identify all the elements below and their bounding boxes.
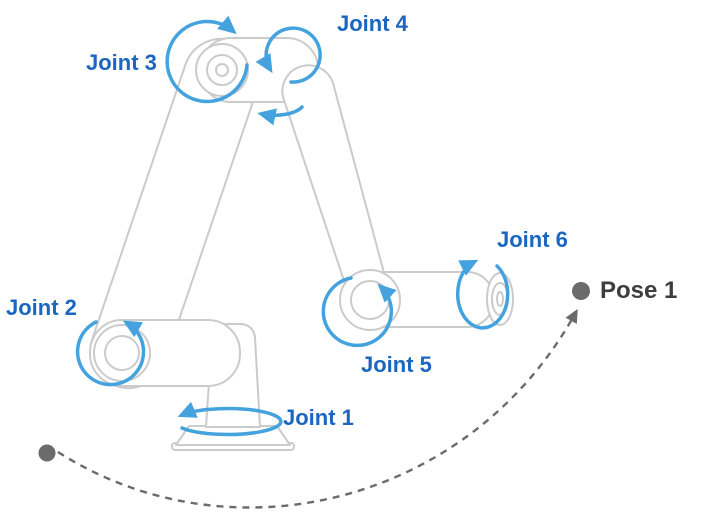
joint-1-label: Joint 1 <box>283 405 354 430</box>
joint-4-rotation-arrow <box>255 26 322 84</box>
joint-5-rotation-arrow <box>321 276 397 348</box>
joint-3-end-cap-hub <box>215 63 229 77</box>
joint-3-rotation-arrow <box>165 15 249 104</box>
motion-path-group <box>38 282 590 509</box>
joint-5-end-cap-inner <box>350 280 390 320</box>
pose-1-label: Pose 1 <box>600 277 678 304</box>
joint-6-label: Joint 6 <box>497 227 568 252</box>
tool-flange-hub <box>496 291 504 307</box>
start-point-dot <box>38 444 56 462</box>
joint-4-label: Joint 4 <box>337 11 408 36</box>
joint-4-axis-arrow <box>257 105 304 126</box>
joint-rotation-arrows <box>75 15 510 437</box>
joint-2-rotation-arrow <box>75 320 146 387</box>
joint-1-rotation-arrow <box>177 401 283 437</box>
motion-path <box>57 308 578 509</box>
pose-point-dot <box>572 282 590 300</box>
joint-5-label: Joint 5 <box>361 352 432 377</box>
joint-2-label: Joint 2 <box>6 295 77 320</box>
joint-6-rotation-arrow <box>455 259 510 330</box>
robot-arm-drawing <box>89 37 514 451</box>
joint-3-label: Joint 3 <box>86 50 157 75</box>
joint-2-end-cap-inner <box>104 335 140 371</box>
